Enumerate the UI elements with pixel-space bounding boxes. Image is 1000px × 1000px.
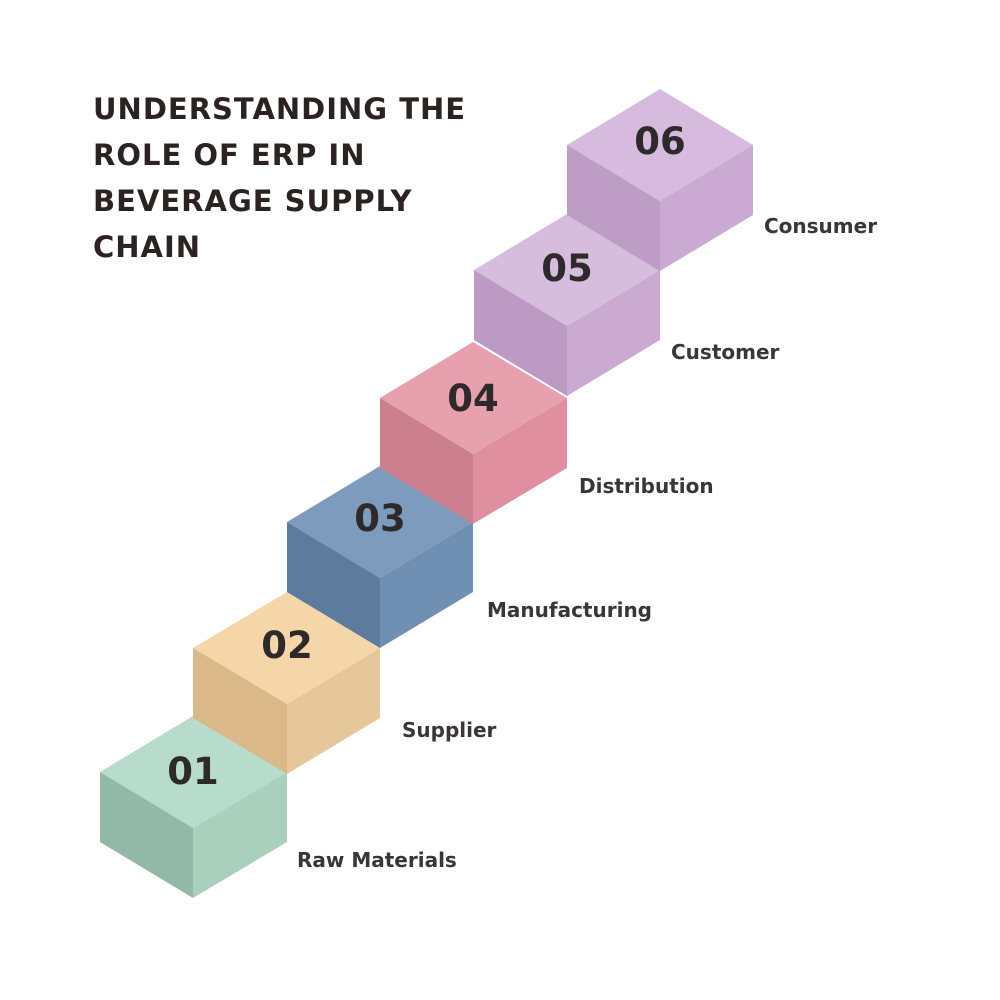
title-line-1: UNDERSTANDING THE (93, 92, 467, 126)
step-06-number: 06 (634, 120, 686, 163)
step-02-top-face (193, 592, 380, 704)
step-04-top-face (380, 342, 567, 454)
step-04-left-face (380, 398, 473, 524)
step-04-number: 04 (447, 377, 499, 420)
step-03-number: 03 (354, 497, 406, 540)
step-03-left-face (287, 522, 380, 648)
step-05-number: 05 (541, 247, 593, 290)
step-01-left-face (100, 772, 193, 898)
step-06-left-face (567, 145, 660, 271)
step-02-label: Supplier (402, 718, 497, 742)
step-06-label: Consumer (764, 214, 877, 238)
step-02-right-face (287, 648, 380, 774)
step-02-left-face (193, 648, 287, 774)
step-04-right-face (473, 398, 567, 524)
step-04: 04 Distribution (380, 342, 714, 524)
title-line-3: BEVERAGE SUPPLY (93, 184, 413, 218)
title-line-2: ROLE OF ERP IN (93, 138, 366, 172)
step-03-right-face (380, 522, 473, 648)
page-title: UNDERSTANDING THE ROLE OF ERP IN BEVERAG… (93, 86, 483, 270)
step-06: 06 Consumer (567, 89, 877, 271)
step-01-label: Raw Materials (297, 848, 457, 872)
step-06-right-face (660, 145, 753, 271)
step-05-right-face (567, 270, 660, 396)
step-01-right-face (193, 772, 287, 898)
step-03-label: Manufacturing (487, 598, 652, 622)
step-01-number: 01 (167, 750, 219, 793)
step-01: 01 Raw Materials (100, 716, 457, 898)
step-01-top-face (100, 716, 287, 828)
step-04-label: Distribution (579, 474, 714, 498)
step-05-label: Customer (671, 340, 780, 364)
title-line-4: CHAIN (93, 230, 202, 264)
step-02-number: 02 (261, 624, 313, 667)
step-05-left-face (474, 270, 567, 396)
step-02: 02 Supplier (193, 592, 497, 774)
